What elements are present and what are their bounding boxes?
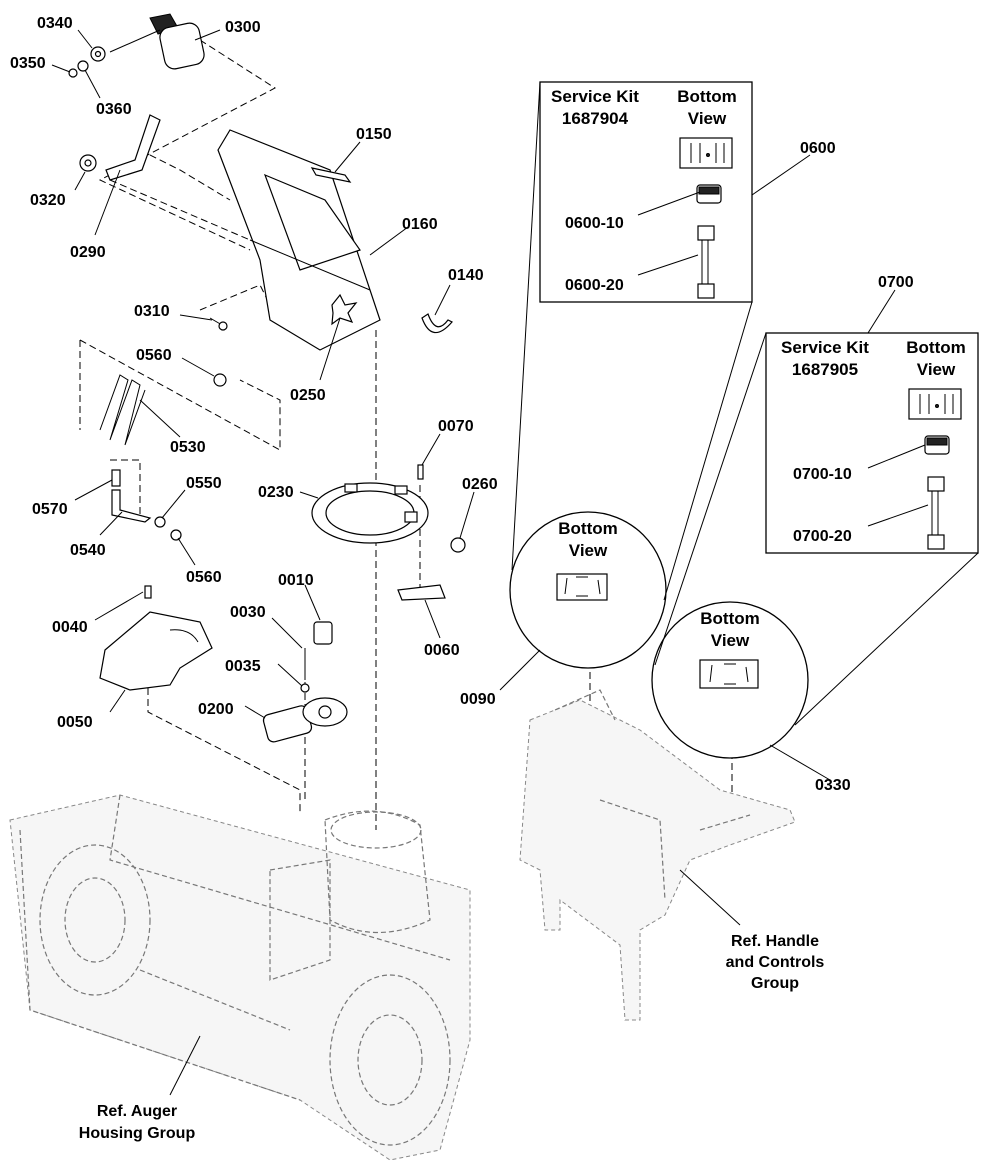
gear-0010 xyxy=(313,621,333,645)
label-0360: 0360 xyxy=(96,101,132,118)
label-0600: 0600 xyxy=(800,140,836,157)
spring-0530 xyxy=(99,374,146,446)
kit1-view1: Bottom xyxy=(677,87,736,106)
connector-lines xyxy=(511,81,979,726)
ref-auger-line1: Ref. Auger xyxy=(97,1103,177,1120)
label-0560-lower: 0560 xyxy=(186,569,222,586)
label-0700: 0700 xyxy=(878,274,914,291)
ref-handle-line1: Ref. Handle xyxy=(731,933,819,950)
label-0070: 0070 xyxy=(438,418,474,435)
label-0140: 0140 xyxy=(448,267,484,284)
label-0700-20: 0700-20 xyxy=(793,528,852,545)
circle2-line1: Bottom xyxy=(700,609,759,628)
circle1-line2: View xyxy=(569,541,608,560)
bottom-view-icon xyxy=(908,388,962,420)
leader-lines xyxy=(51,29,929,1096)
handle-controls-reference xyxy=(519,689,796,1021)
label-0530: 0530 xyxy=(170,439,206,456)
washer-0035 xyxy=(300,683,310,693)
detail-circle-0330: Bottom View xyxy=(651,601,809,759)
service-kit-0700: Service Kit 1687905 Bottom View xyxy=(765,332,979,554)
bracket-0060 xyxy=(397,584,446,601)
nut-0560-upper xyxy=(213,373,227,387)
service-kit-0600: Service Kit 1687904 Bottom View xyxy=(539,81,753,303)
ring-gear-0230 xyxy=(311,482,429,544)
bolt-0310 xyxy=(209,317,228,331)
label-0040: 0040 xyxy=(52,619,88,636)
cover-0050 xyxy=(99,611,213,691)
motor-0300 xyxy=(109,13,205,70)
kit1-view2: View xyxy=(688,109,727,128)
label-0600-20: 0600-20 xyxy=(565,277,624,294)
circle1-line1: Bottom xyxy=(558,519,617,538)
label-0050: 0050 xyxy=(57,714,93,731)
label-0160: 0160 xyxy=(402,216,438,233)
label-0550: 0550 xyxy=(186,475,222,492)
detail-circle-0090: Bottom View xyxy=(509,511,667,669)
label-0250: 0250 xyxy=(290,387,326,404)
ref-auger-line2: Housing Group xyxy=(79,1125,196,1142)
label-0560-upper: 0560 xyxy=(136,347,172,364)
label-0300: 0300 xyxy=(225,19,261,36)
label-0310: 0310 xyxy=(134,303,170,320)
kit1-title: Service Kit xyxy=(551,87,639,106)
latch-assembly xyxy=(111,469,182,541)
label-0230: 0230 xyxy=(258,484,294,501)
switch-0700-10 xyxy=(924,435,950,455)
label-0035: 0035 xyxy=(225,658,261,675)
reference-labels: Ref. Auger Housing Group Ref. Handle and… xyxy=(79,933,825,1142)
auger-housing-reference xyxy=(9,794,471,1161)
label-0600-10: 0600-10 xyxy=(565,215,624,232)
label-0150: 0150 xyxy=(356,126,392,143)
label-0060: 0060 xyxy=(424,642,460,659)
bracket-0290 xyxy=(105,114,161,181)
label-0010: 0010 xyxy=(278,572,314,589)
clip-0140 xyxy=(421,313,453,334)
washer-nut-set xyxy=(68,46,106,78)
label-0330: 0330 xyxy=(815,777,851,794)
kit2-view1: Bottom xyxy=(906,338,965,357)
nut-0320 xyxy=(79,154,97,172)
screw-0070 xyxy=(417,464,424,480)
ref-handle-line3: Group xyxy=(751,975,799,992)
label-0570: 0570 xyxy=(32,501,68,518)
part-labels: 0340 0300 0350 0360 0320 0290 0150 0160 … xyxy=(10,15,914,794)
label-0260: 0260 xyxy=(462,476,498,493)
label-0540: 0540 xyxy=(70,542,106,559)
kit2-view2: View xyxy=(917,360,956,379)
plate-0150 xyxy=(310,167,352,183)
screw-0040 xyxy=(144,585,152,599)
label-0030: 0030 xyxy=(230,604,266,621)
bottom-view-icon xyxy=(679,137,733,169)
kit2-number: 1687905 xyxy=(792,360,858,379)
ref-handle-line2: and Controls xyxy=(726,954,825,971)
gear-motor-0200 xyxy=(262,697,348,743)
bottom-view-icon xyxy=(699,659,759,689)
kit1-number: 1687904 xyxy=(562,109,629,128)
label-0320: 0320 xyxy=(30,192,66,209)
chute-0160 xyxy=(217,129,381,351)
label-0200: 0200 xyxy=(198,701,234,718)
nut-0260 xyxy=(450,537,466,553)
switch-0600-10 xyxy=(696,184,722,204)
label-0090: 0090 xyxy=(460,691,496,708)
label-0340: 0340 xyxy=(37,15,73,32)
circle2-line2: View xyxy=(711,631,750,650)
harness-0600-20 xyxy=(697,225,715,299)
kit2-title: Service Kit xyxy=(781,338,869,357)
harness-0700-20 xyxy=(927,476,945,550)
label-0290: 0290 xyxy=(70,244,106,261)
label-0700-10: 0700-10 xyxy=(793,466,852,483)
assembly-guide-lines xyxy=(79,39,733,830)
label-0350: 0350 xyxy=(10,55,46,72)
